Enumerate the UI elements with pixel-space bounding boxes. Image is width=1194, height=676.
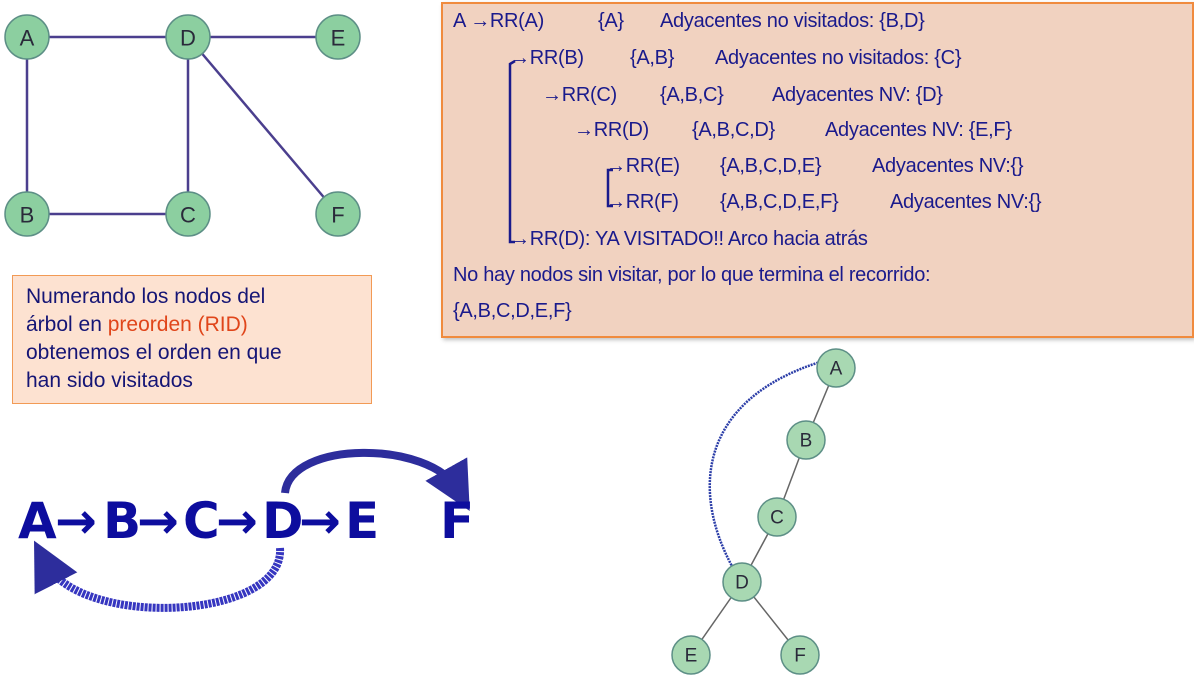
note-line-2: árbol en preorden (RID) — [26, 313, 248, 337]
note-line-3: obtenemos el orden en que — [26, 341, 282, 364]
trace-adj-1: Adyacentes no visitados: {C} — [715, 47, 962, 69]
trace-result: {A,B,C,D,E,F} — [453, 300, 572, 322]
seq-c: C — [183, 492, 220, 550]
seq-d: D — [262, 492, 304, 550]
graph-label-e: E — [331, 26, 346, 51]
tree-node-b — [786, 420, 826, 460]
seq-arrow-3: → — [216, 492, 258, 550]
trace-adj-3: Adyacentes NV: {E,F} — [825, 119, 1012, 141]
seq-arrow-4: → — [299, 492, 341, 550]
tree-label-f: F — [794, 646, 806, 667]
seq-e: E — [345, 492, 380, 550]
trace-call-5: →RR(F) — [606, 191, 679, 213]
graph-node-f — [315, 191, 361, 237]
trace-adj-4: Adyacentes NV:{} — [872, 155, 1024, 177]
trace-call-0: A →RR(A) — [453, 10, 544, 32]
graph-node-a — [4, 14, 50, 60]
note-line-4: han sido visitados — [26, 369, 193, 392]
graph-label-b: B — [20, 203, 35, 228]
trace-call-4: →RR(E) — [606, 155, 680, 177]
graph-node-e — [315, 14, 361, 60]
seq-arrow-2: → — [137, 492, 179, 550]
trace-set-1: {A,B} — [630, 47, 675, 69]
trace-call-1: →RR(B) — [510, 47, 584, 69]
trace-back-edge: →RR(D): YA VISITADO!! Arco hacia atrás — [510, 228, 868, 250]
tree-node-c — [757, 497, 797, 537]
trace-set-0: {A} — [598, 10, 624, 32]
edge-d-f — [187, 36, 339, 215]
arc-d-to-a-back-arrow — [33, 540, 285, 612]
graph-nodes — [4, 14, 361, 237]
trace-adj-0: Adyacentes no visitados: {B,D} — [660, 10, 925, 32]
graph-label-c: C — [180, 203, 196, 228]
note-line-1: Numerando los nodos del — [26, 285, 266, 308]
tree-label-c: C — [770, 508, 784, 529]
trace-call-2: →RR(C) — [542, 84, 617, 106]
trace-set-2: {A,B,C} — [660, 84, 724, 106]
trace-adj-2: Adyacentes NV: {D} — [772, 84, 943, 106]
arc-d-to-f-arrow — [281, 448, 470, 511]
note-line-2-text: árbol en — [26, 313, 108, 336]
tree-node-a — [816, 348, 856, 388]
trace-adj-5: Adyacentes NV:{} — [890, 191, 1042, 213]
trace-end-text: No hay nodos sin visitar, por lo que ter… — [453, 264, 931, 286]
seq-f: F — [440, 492, 475, 550]
back-edge-dashed-arc — [708, 360, 821, 569]
tree-label-e: E — [685, 646, 698, 667]
seq-a: A — [18, 492, 57, 550]
tree-label-a: A — [830, 359, 843, 380]
preorder-note-box: Numerando los nodos del árbol en preorde… — [12, 275, 372, 404]
graph-label-d: D — [180, 26, 196, 51]
graph-node-c — [165, 191, 211, 237]
dfs-trace-box — [441, 2, 1194, 338]
trace-call-3: →RR(D) — [574, 119, 649, 141]
tree-node-f — [780, 635, 820, 675]
note-highlight-preorden: preorden (RID) — [107, 313, 248, 336]
seq-arrow-1: → — [55, 492, 97, 550]
seq-b: B — [103, 492, 142, 550]
graph-node-b — [4, 191, 50, 237]
graph-label-f: F — [331, 203, 344, 228]
tree-node-e — [671, 635, 711, 675]
tree-label-d: D — [735, 573, 749, 594]
trace-set-3: {A,B,C,D} — [692, 119, 775, 141]
tree-node-d — [722, 562, 762, 602]
tree-label-b: B — [800, 431, 813, 452]
bracket-e-to-f — [606, 168, 613, 208]
bracket-b-to-d — [508, 59, 516, 244]
trace-set-5: {A,B,C,D,E,F} — [720, 191, 839, 213]
graph-edges — [25, 35, 339, 216]
graph-label-a: A — [20, 26, 35, 51]
graph-node-d — [165, 14, 211, 60]
call-brackets — [508, 59, 613, 244]
trace-set-4: {A,B,C,D,E} — [720, 155, 822, 177]
